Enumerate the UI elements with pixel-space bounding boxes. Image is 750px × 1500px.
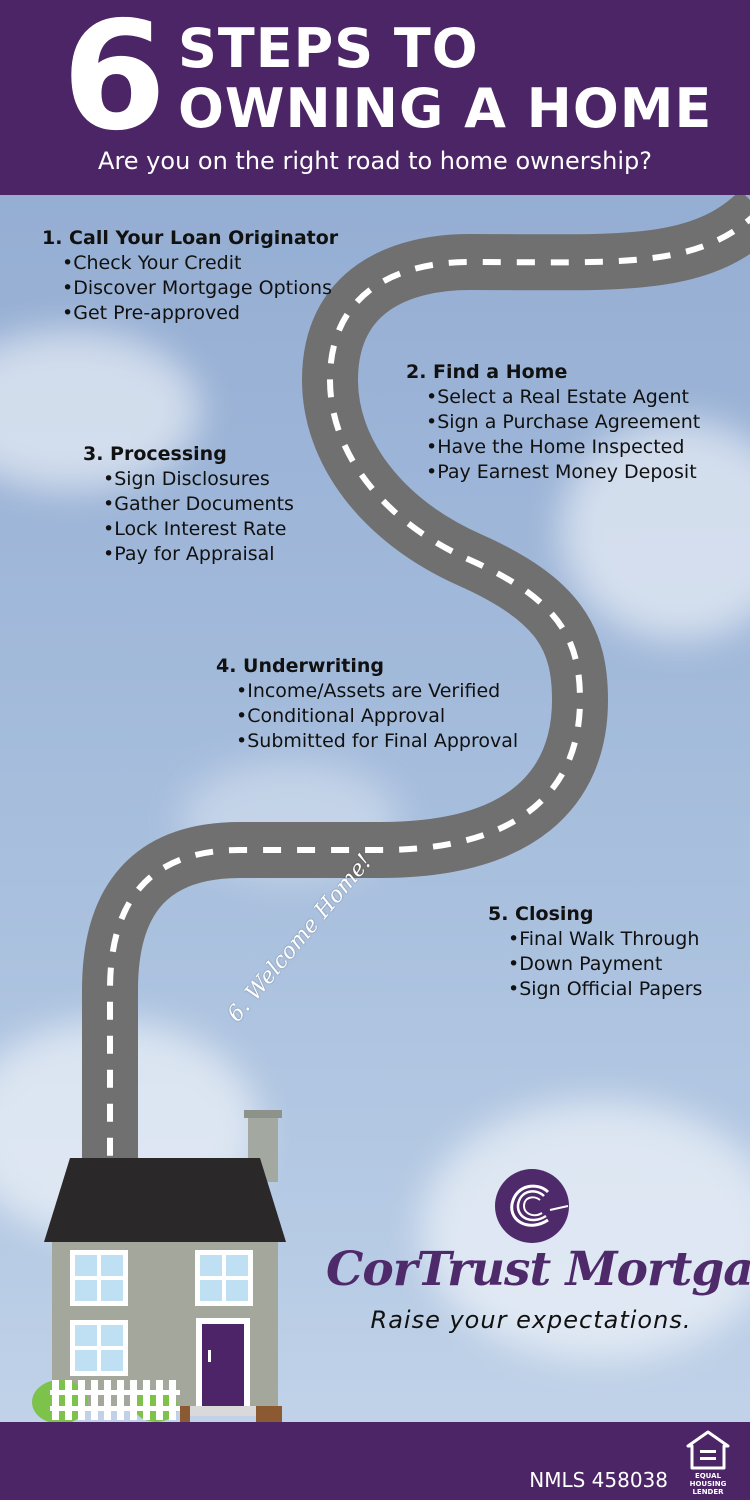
cortrust-swirl-icon xyxy=(495,1169,569,1243)
step-3-block: 3. Processing Sign Disclosures Gather Do… xyxy=(83,442,294,567)
equal-housing-lender-badge: EQUAL HOUSING LENDER xyxy=(680,1430,736,1496)
list-item: Sign Disclosures xyxy=(103,467,294,492)
step-count: 6 xyxy=(62,0,166,164)
list-item: Down Payment xyxy=(508,952,702,977)
step-5-block: 5. Closing Final Walk Through Down Payme… xyxy=(488,902,702,1002)
page-title-line-2: OWNING A HOME xyxy=(178,77,713,140)
step-title: 2. Find a Home xyxy=(406,361,568,383)
nmls-number: NMLS 458038 xyxy=(529,1468,668,1492)
cloud xyxy=(0,330,200,490)
list-item: Check Your Credit xyxy=(62,251,338,276)
step-title: 4. Underwriting xyxy=(216,655,385,677)
list-item: Lock Interest Rate xyxy=(103,517,294,542)
list-item: Have the Home Inspected xyxy=(426,435,700,460)
brand-block: CorTrust Mortgage Raise your expectation… xyxy=(326,1160,750,1350)
house-icon xyxy=(32,1110,286,1422)
step-title: 1. Call Your Loan Originator xyxy=(42,227,339,249)
step-list: Final Walk Through Down Payment Sign Off… xyxy=(488,927,702,1002)
list-item: Sign Official Papers xyxy=(508,977,702,1002)
step-list: Select a Real Estate Agent Sign a Purcha… xyxy=(406,385,700,485)
list-item: Pay for Appraisal xyxy=(103,542,294,567)
page-title-line-1: STEPS TO xyxy=(178,17,479,80)
list-item: Sign a Purchase Agreement xyxy=(426,410,700,435)
list-item: Final Walk Through xyxy=(508,927,702,952)
list-item: Submitted for Final Approval xyxy=(236,729,518,754)
step-list: Check Your Credit Discover Mortgage Opti… xyxy=(42,251,338,326)
list-item: Conditional Approval xyxy=(236,704,518,729)
step-list: Sign Disclosures Gather Documents Lock I… xyxy=(83,467,294,567)
page-subtitle: Are you on the right road to home owners… xyxy=(98,147,652,175)
equal-housing-line-2: LENDER xyxy=(692,1488,724,1496)
list-item: Gather Documents xyxy=(103,492,294,517)
step-1-block: 1. Call Your Loan Originator Check Your … xyxy=(42,226,338,326)
footer-banner: NMLS 458038 EQUAL HOUSING LENDER xyxy=(0,1422,750,1500)
list-item: Select a Real Estate Agent xyxy=(426,385,700,410)
equal-housing-icon xyxy=(686,1430,730,1470)
list-item: Income/Assets are Verified xyxy=(236,679,518,704)
step-list: Income/Assets are Verified Conditional A… xyxy=(216,679,518,754)
step-title: 3. Processing xyxy=(83,443,227,465)
list-item: Get Pre-approved xyxy=(62,301,338,326)
brand-name: CorTrust Mortgage xyxy=(326,1242,750,1297)
step-title: 5. Closing xyxy=(488,903,594,925)
header-banner: 6 STEPS TO OWNING A HOME Are you on the … xyxy=(0,0,750,195)
equal-housing-text: EQUAL HOUSING LENDER xyxy=(680,1472,736,1496)
cloud xyxy=(420,1100,750,1360)
brand-tagline: Raise your expectations. xyxy=(370,1306,692,1334)
list-item: Discover Mortgage Options xyxy=(62,276,338,301)
list-item: Pay Earnest Money Deposit xyxy=(426,460,700,485)
step-4-block: 4. Underwriting Income/Assets are Verifi… xyxy=(216,654,518,754)
equal-housing-line-1: EQUAL HOUSING xyxy=(689,1472,727,1488)
step-2-block: 2. Find a Home Select a Real Estate Agen… xyxy=(406,360,700,485)
